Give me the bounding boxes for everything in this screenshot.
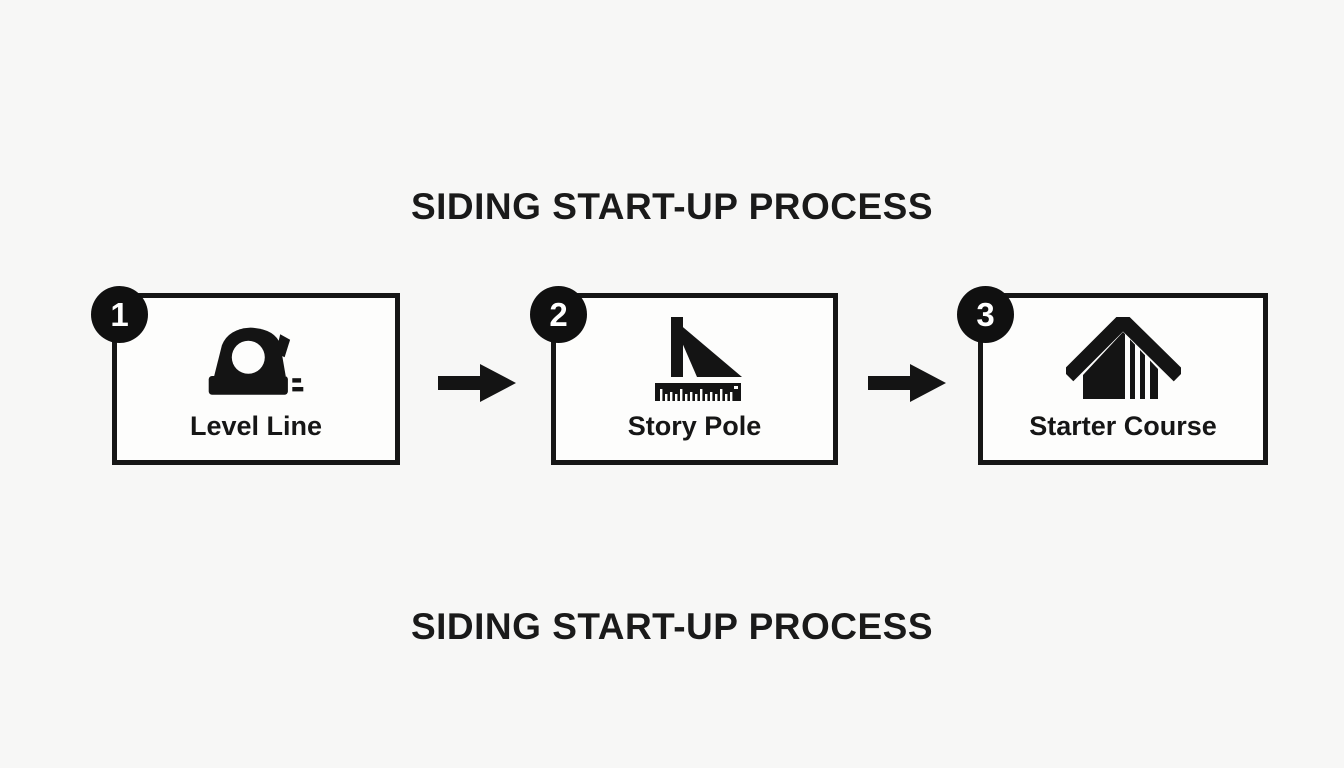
- step-label: Level Line: [189, 411, 323, 441]
- step-number: 2: [549, 295, 568, 333]
- step-label: Starter Course: [1029, 411, 1217, 441]
- speed-square-ruler-icon: [556, 316, 833, 402]
- step-number-badge: 3: [957, 286, 1014, 343]
- house-siding-icon: [983, 316, 1263, 402]
- tape-measure-icon: [117, 316, 395, 402]
- diagram-title-bottom: SIDING START-UP PROCESS: [410, 606, 934, 647]
- step-label: Story Pole: [627, 411, 762, 441]
- arrow-right-icon: [868, 361, 948, 405]
- step-box-story-pole: 2: [530, 286, 838, 465]
- step-number-badge: 2: [530, 286, 587, 343]
- step-number-badge: 1: [91, 286, 148, 343]
- step-number: 3: [976, 295, 995, 333]
- diagram-title-top: SIDING START-UP PROCESS: [410, 186, 934, 227]
- step-number: 1: [110, 295, 129, 333]
- step-box-level-line: 1 Level Line: [91, 286, 400, 465]
- step-box-starter-course: 3 Starter Course: [957, 286, 1268, 465]
- arrow-right-icon: [438, 361, 518, 405]
